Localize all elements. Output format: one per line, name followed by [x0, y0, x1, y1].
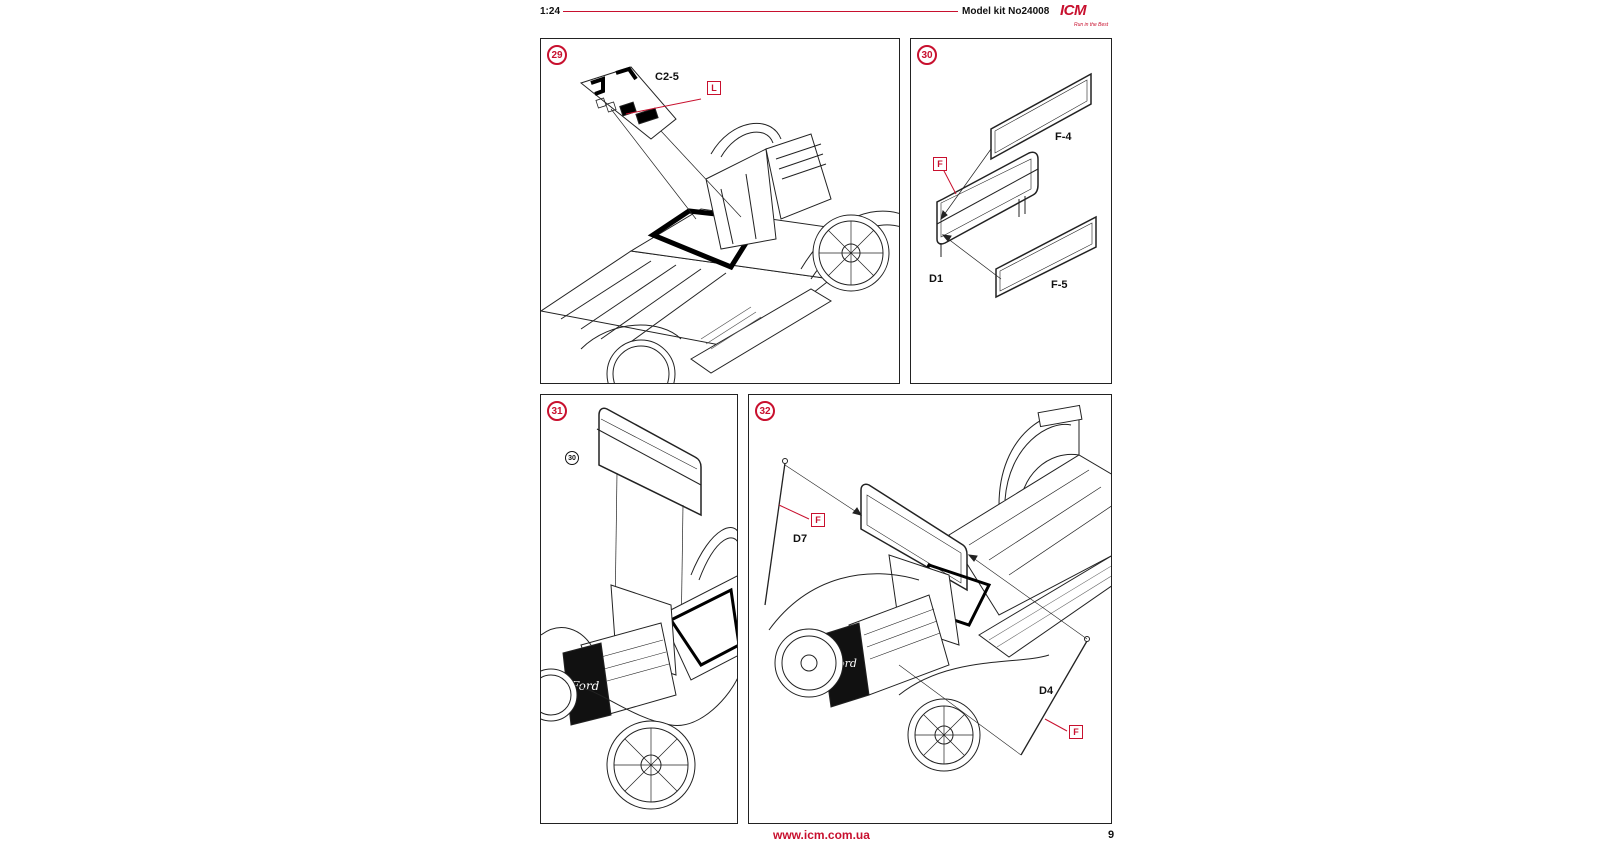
color-code-box: L — [707, 81, 721, 95]
footer-website-link[interactable]: www.icm.com.ua — [773, 828, 870, 842]
scale-label: 1:24 — [540, 6, 561, 17]
step-29-drawing — [541, 66, 899, 383]
part-label-d1: D1 — [929, 273, 944, 285]
step-30-drawing — [936, 72, 1097, 299]
page-number: 9 — [1108, 829, 1115, 841]
part-label-f-4: F-4 — [1055, 131, 1072, 143]
color-code-box: F — [811, 513, 825, 527]
model-number: Model kit No24008 — [962, 6, 1050, 17]
step-number-badge: 32 — [755, 401, 775, 421]
step-32-panel: Ford 32 F D7 D4 F — [748, 394, 1112, 824]
brand-name: ICM — [1060, 2, 1087, 19]
brand-tagline: Run in the Best — [1074, 22, 1109, 28]
step-32-drawing: Ford — [764, 404, 1111, 772]
color-code-box: F — [1069, 725, 1083, 739]
step-31-drawing: Ford — [541, 407, 737, 810]
brand-logo: ICM Run in the Best — [1058, 2, 1118, 36]
part-label-d7: D7 — [793, 533, 808, 545]
step-29-panel: 29 C2-5 L — [540, 38, 900, 384]
part-label-f-5: F-5 — [1051, 279, 1068, 291]
reference-step-badge: 30 — [565, 451, 579, 465]
part-label-c2-5: C2-5 — [655, 71, 679, 83]
step-number-badge: 31 — [547, 401, 567, 421]
color-code-box: F — [933, 157, 947, 171]
step-31-panel: Ford 31 30 — [540, 394, 738, 824]
header-rule — [563, 11, 958, 12]
svg-text:Ford: Ford — [570, 679, 600, 693]
step-number-badge: 29 — [547, 45, 567, 65]
part-label-d4: D4 — [1039, 685, 1054, 697]
step-30-panel: 30 F-4 F D1 F-5 — [910, 38, 1112, 384]
step-number-badge: 30 — [917, 45, 937, 65]
